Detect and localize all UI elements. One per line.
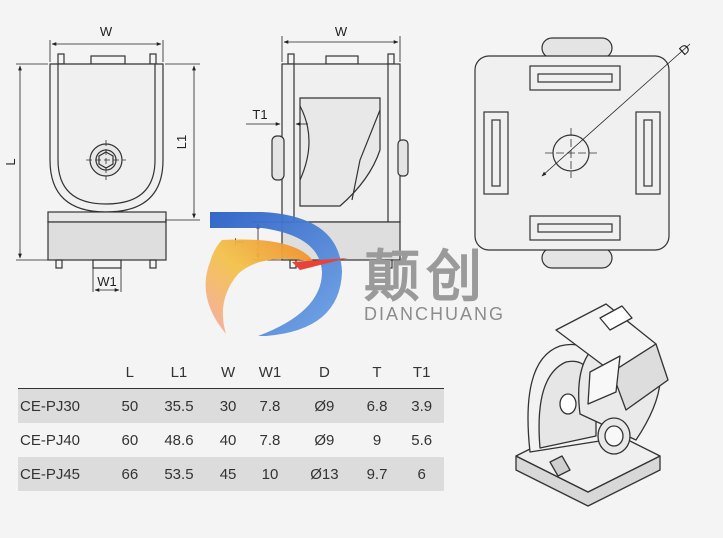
header-l: L — [112, 356, 148, 389]
top-view-dimensions — [541, 43, 691, 177]
cell-t1: 3.9 — [399, 388, 444, 423]
cell-model: CE-PJ45 — [18, 457, 112, 491]
side-view — [271, 53, 409, 269]
cell-l1: 35.5 — [147, 388, 211, 423]
cell-t1: 6 — [399, 457, 444, 491]
cell-w1: 7.8 — [245, 388, 295, 423]
cell-l: 50 — [112, 388, 148, 423]
cell-model: CE-PJ40 — [18, 423, 112, 457]
table-row: CE-PJ40 60 48.6 40 7.8 Ø9 9 5.6 — [18, 423, 444, 457]
header-d: D — [294, 356, 355, 389]
header-w: W — [210, 356, 246, 389]
header-l1: L1 — [147, 356, 211, 389]
brand-english-name: DIANCHUANG — [364, 304, 505, 324]
table-row: CE-PJ45 66 53.5 45 10 Ø13 9.7 6 — [18, 457, 444, 491]
top-diameter-label: D — [676, 41, 693, 58]
front-length-label: L — [3, 158, 18, 165]
spec-table: L L1 W W1 D T T1 CE-PJ30 50 35.5 30 7.8 … — [18, 356, 444, 491]
top-view — [474, 37, 670, 269]
cell-w1: 10 — [245, 457, 295, 491]
front-view-dimensions — [16, 40, 200, 292]
cell-model: CE-PJ30 — [18, 388, 112, 423]
brand-logo — [205, 212, 348, 336]
cell-t1: 5.6 — [399, 423, 444, 457]
cell-w: 45 — [210, 457, 246, 491]
front-width-label: W — [100, 24, 113, 39]
cell-d: Ø9 — [294, 388, 355, 423]
header-t1: T1 — [399, 356, 444, 389]
cell-d: Ø9 — [294, 423, 355, 457]
front-l1-label: L1 — [174, 135, 189, 149]
header-w1: W1 — [245, 356, 295, 389]
header-t: T — [354, 356, 400, 389]
cell-t: 6.8 — [354, 388, 400, 423]
cell-w1: 7.8 — [245, 423, 295, 457]
cell-t: 9.7 — [354, 457, 400, 491]
header-model — [18, 356, 112, 389]
front-w1-label: W1 — [97, 274, 117, 289]
spec-table-header: L L1 W W1 D T T1 — [18, 356, 444, 389]
cell-w: 30 — [210, 388, 246, 423]
side-t1-label: T1 — [252, 107, 267, 122]
front-view — [47, 53, 167, 269]
cell-t: 9 — [354, 423, 400, 457]
brand-chinese-name: 颠创 — [364, 245, 488, 310]
isometric-view — [515, 303, 669, 507]
side-width-label: W — [335, 24, 348, 39]
cell-l1: 48.6 — [147, 423, 211, 457]
cell-w: 40 — [210, 423, 246, 457]
cell-l: 66 — [112, 457, 148, 491]
cell-l1: 53.5 — [147, 457, 211, 491]
cell-l: 60 — [112, 423, 148, 457]
cell-d: Ø13 — [294, 457, 355, 491]
table-row: CE-PJ30 50 35.5 30 7.8 Ø9 6.8 3.9 — [18, 388, 444, 423]
